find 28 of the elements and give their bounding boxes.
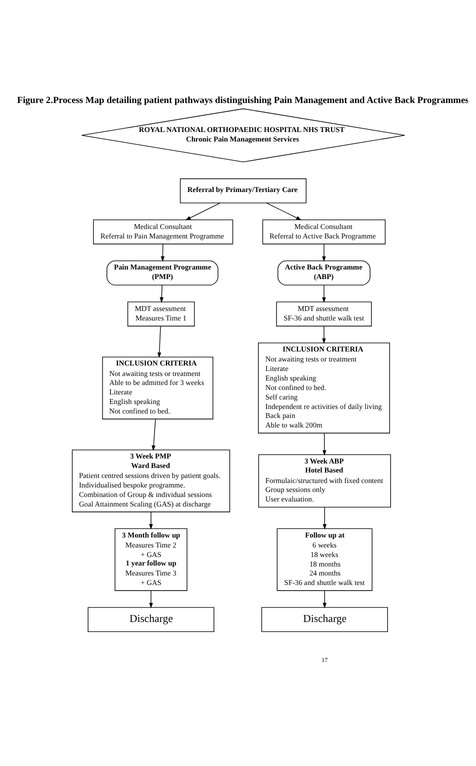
- node-box: Discharge: [260, 607, 388, 632]
- arrow: [156, 326, 161, 358]
- node-box: Pain Management Programme (PMP): [106, 260, 218, 286]
- arrow: [148, 590, 152, 608]
- node-box: 3 Week ABP Hotel Based Formulaic/structured with fixed content Group sessions only User evaluation.: [258, 454, 390, 508]
- node-box: Medical Consultant Referral to Pain Management Programme: [92, 219, 233, 244]
- arrow: [148, 512, 152, 530]
- arrow: [159, 284, 164, 303]
- node-box: 3 Week PMP Ward Based Patient centred sessions driven by patient goals. Individualised bespoke programme. Combination of Group & individual sessions Goal Attainment Scaling (GAS) at discharge: [71, 450, 230, 512]
- node-box: MDT assessment SF-36 and shuttle walk test: [276, 302, 372, 326]
- node-box: Active Back Programme (ABP): [277, 260, 370, 286]
- node-box: Follow up at 6 weeks 18 weeks 18 months 24 months SF-36 and shuttle walk test: [276, 528, 372, 591]
- node-box: MDT assessment Measures Time 1: [126, 302, 194, 326]
- node-box: Discharge: [87, 607, 214, 632]
- node-diamond: ROYAL NATIONAL ORTHOPAEDIC HOSPITAL NHS TRUST Chronic Pain Management Services: [80, 108, 405, 162]
- arrow: [151, 418, 156, 451]
- arrow: [160, 244, 164, 262]
- node-box: Referral by Primary/Tertiary Care: [179, 178, 306, 204]
- arrow: [322, 432, 326, 456]
- node-box: INCLUSION CRITERIA Not awaiting tests or treatment Able to be admitted for 3 weeks Literate English speaking Not confined to bed.: [102, 356, 213, 420]
- arrow: [322, 590, 326, 608]
- arrow: [322, 244, 326, 262]
- arrow: [322, 284, 326, 303]
- node-box: Medical Consultant Referral to Active Back Programme: [262, 219, 386, 244]
- arrow: [322, 507, 326, 530]
- arrow: [322, 326, 326, 344]
- node-box: INCLUSION CRITERIA Not awaiting tests or treatment Literate English speaking Not confined to bed. Self caring Independent re activities of daily living Back pain Able to walk 200m: [258, 342, 390, 434]
- node-box: 3 Month follow up Measures Time 2 + GAS 1 year follow up Measures Time 3 + GAS: [114, 528, 187, 591]
